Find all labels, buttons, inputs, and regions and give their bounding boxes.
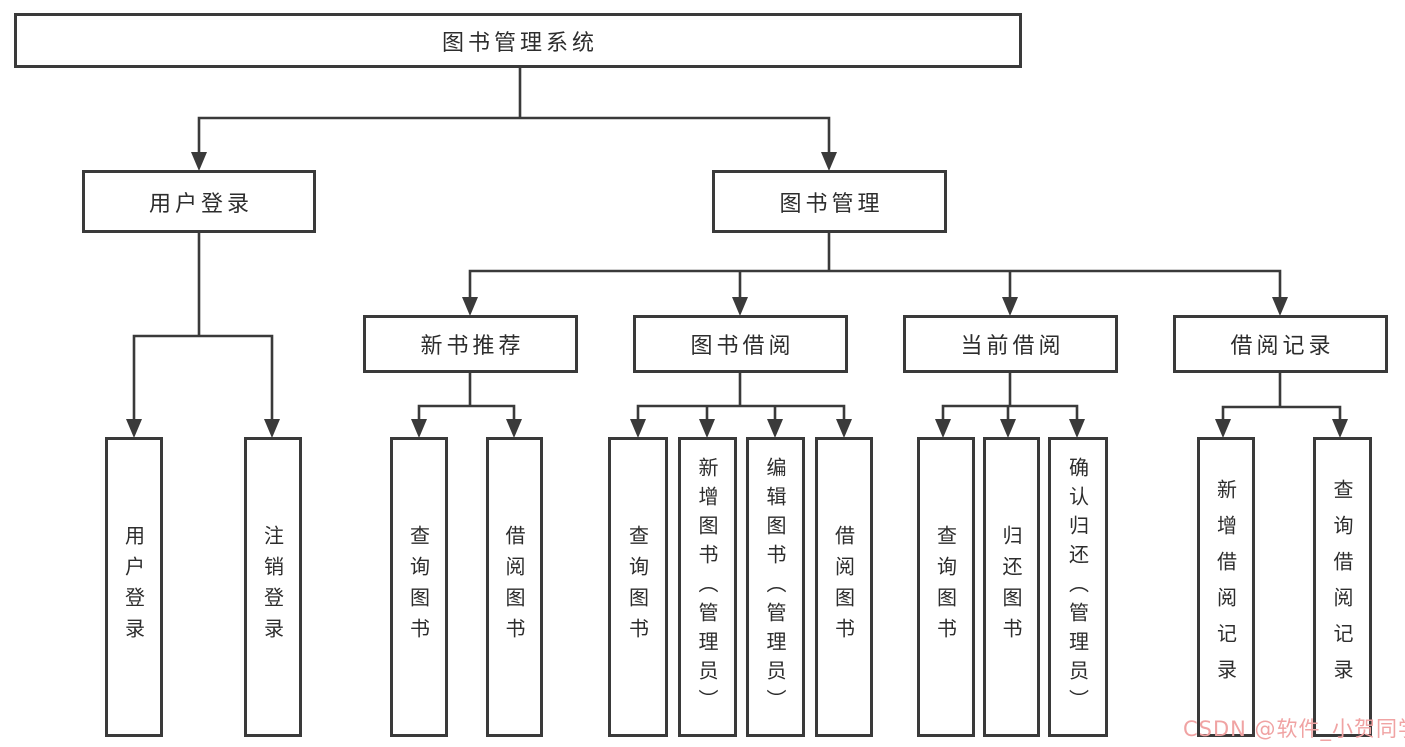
node-new-book-recommend: 新书推荐 [363, 315, 578, 373]
leaf-edit-books-admin: 编辑图书（管理员） [746, 437, 805, 737]
leaf-query-books-current: 查询图书 [917, 437, 975, 737]
leaf-return-books: 归还图书 [983, 437, 1040, 737]
node-user-login-branch: 用户登录 [82, 170, 316, 233]
node-library-system: 图书管理系统 [14, 13, 1022, 68]
leaf-query-borrow-record: 查询借阅记录 [1313, 437, 1372, 737]
connector-lines [132, 68, 1342, 420]
leaf-query-books-recommend: 查询图书 [390, 437, 448, 737]
leaf-add-borrow-record: 新增借阅记录 [1197, 437, 1255, 737]
leaf-borrow-books-borrowing: 借阅图书 [815, 437, 873, 737]
leaf-confirm-return-admin: 确认归还（管理员） [1048, 437, 1108, 737]
leaf-logout: 注销登录 [244, 437, 302, 737]
csdn-watermark: CSDN @软件_小贺同学 [1183, 717, 1405, 741]
node-book-management: 图书管理 [712, 170, 947, 233]
leaf-user-login: 用户登录 [105, 437, 163, 737]
node-borrowing-records: 借阅记录 [1173, 315, 1388, 373]
leaf-add-books-admin: 新增图书（管理员） [678, 437, 737, 737]
node-book-borrowing: 图书借阅 [633, 315, 848, 373]
node-current-borrowing: 当前借阅 [903, 315, 1118, 373]
leaf-query-books-borrowing: 查询图书 [608, 437, 668, 737]
leaf-borrow-books-recommend: 借阅图书 [486, 437, 543, 737]
